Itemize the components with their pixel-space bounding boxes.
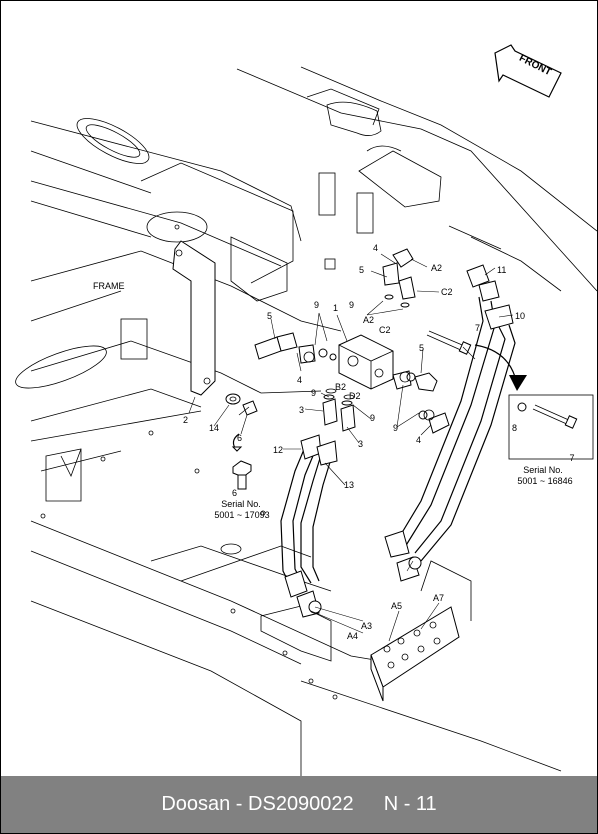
page-footer: Doosan - DS2090022 N - 11 — [1, 776, 597, 833]
callout-3b: 3 — [358, 439, 363, 449]
port-c2-lower: C2 — [379, 325, 391, 335]
port-a5: A5 — [391, 601, 402, 611]
upper-frame-rails — [236, 66, 597, 292]
callout-9d: 9 — [370, 413, 375, 423]
callout-14: 14 — [209, 423, 219, 433]
o-rings — [303, 351, 435, 421]
port-a2-upper: A2 — [431, 263, 442, 273]
footer-page: N - 11 — [383, 793, 437, 815]
callout-11: 11 — [497, 265, 506, 275]
front-label: FRONT — [517, 53, 553, 78]
callout-2: 2 — [183, 415, 188, 425]
callout-4a: 4 — [373, 243, 378, 253]
marker-cube — [324, 258, 336, 270]
callout-6a: 6 — [237, 433, 242, 443]
callout-6b: 6 — [232, 488, 237, 498]
valve-block — [338, 334, 394, 390]
port-a4: A4 — [347, 631, 358, 641]
callout-9c: 9 — [311, 388, 316, 398]
hose-pair-right — [384, 264, 516, 582]
callout-12: 12 — [273, 445, 283, 455]
serial-left-title: Serial No. — [221, 499, 261, 509]
port-a3: A3 — [361, 621, 372, 631]
frame-body — [15, 118, 342, 472]
callout-4c: 4 — [416, 435, 421, 445]
frame-label: FRAME — [93, 281, 125, 291]
callout-5b: 5 — [267, 311, 272, 321]
footer-brand: Doosan — [161, 793, 231, 815]
adapter-fittings — [322, 394, 356, 432]
port-d2: D2 — [349, 391, 361, 401]
callout-9a: 9 — [349, 300, 354, 310]
port-a2-lower: A2 — [363, 315, 374, 325]
serial-right-range: 5001 ~ 16846 — [517, 476, 572, 486]
bolt-detail-left — [231, 433, 252, 490]
callout-13: 13 — [344, 480, 354, 490]
callout-4b: 4 — [297, 375, 302, 385]
callout-9b: 9 — [314, 300, 319, 310]
hose-clamp-plate — [370, 606, 460, 702]
callout-1: 1 — [333, 303, 338, 313]
port-a7: A7 — [433, 593, 444, 603]
footer-model: DS2090022 — [248, 793, 354, 815]
upper-fittings — [366, 248, 416, 316]
serial-left-range: 5001 ~ 17093 — [214, 510, 269, 520]
washer-and-bolt — [225, 393, 258, 416]
long-bolt — [426, 330, 472, 355]
callout-5c: 5 — [419, 343, 424, 353]
leader-lines — [188, 253, 514, 642]
bolt-detail-right — [508, 394, 594, 460]
front-arrow-icon: FRONT — [494, 44, 562, 98]
port-c2-upper: C2 — [441, 287, 453, 297]
callout-7b-detail: 7 — [569, 453, 574, 463]
hose-pair-left — [280, 434, 338, 618]
callout-7a: 7 — [475, 323, 480, 333]
mounting-bracket — [172, 240, 216, 396]
parts-diagram: FRONT — [15, 44, 597, 776]
callout-10: 10 — [515, 311, 525, 321]
left-elbow-fittings — [254, 332, 337, 364]
footer-separator: - — [230, 793, 249, 815]
lower-platform — [30, 224, 562, 776]
callout-8: 8 — [512, 423, 517, 433]
callout-3a: 3 — [299, 405, 304, 415]
detail-arrow-right — [474, 344, 527, 391]
callout-5a: 5 — [359, 265, 364, 275]
serial-right-title: Serial No. — [523, 465, 563, 475]
callout-9e: 9 — [393, 423, 398, 433]
port-b2: B2 — [335, 382, 346, 392]
right-fittings — [392, 370, 450, 434]
